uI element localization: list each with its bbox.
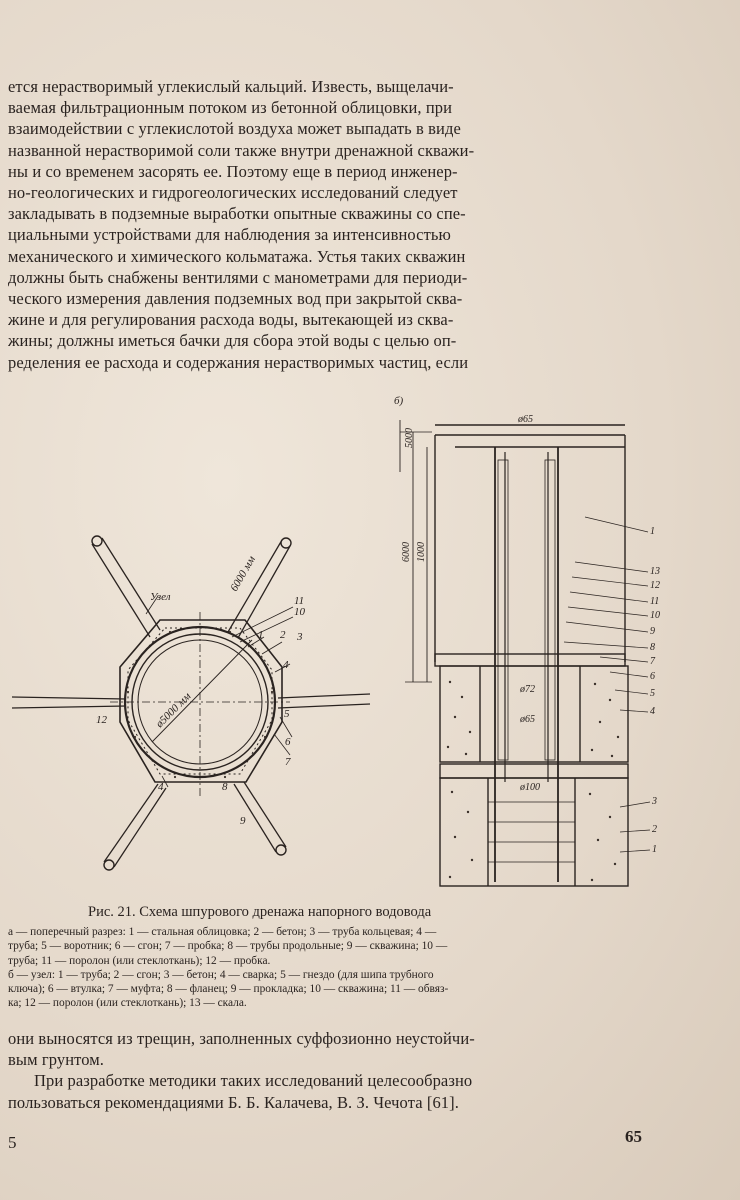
concrete-block — [439, 665, 629, 763]
text-line: пользоваться рекомендациями Б. Б. Калаче… — [8, 1092, 459, 1112]
text-line: жине и для регулирования расхода воды, в… — [8, 310, 454, 330]
text-line: названной нерастворимой соли также внутр… — [8, 140, 475, 160]
label-num: 1 — [650, 526, 655, 537]
dim-d72: ø72 — [519, 684, 535, 695]
label-num: 7 — [285, 756, 291, 768]
page-number: 65 — [625, 1127, 642, 1146]
text-line: вым грунтом. — [8, 1050, 105, 1070]
dim-6000: 6000 — [401, 542, 412, 562]
legend-line: труба; 5 — воротник; 6 — сгон; 7 — пробк… — [8, 940, 448, 953]
legend-line: ка; 12 — поролон (или стеклоткань); 13 —… — [8, 997, 247, 1010]
drainage-scheme-drawing: Узел 6000 мм ø5000 мм 11 10 1 2 3 4 5 6 … — [11, 395, 660, 887]
legend-line: б — узел: 1 — труба; 2 — сгон; 3 — бетон… — [8, 968, 434, 981]
label-num: 3 — [296, 631, 303, 643]
label-num: 4 — [158, 781, 164, 793]
label-num: 6 — [650, 671, 655, 682]
label-part-b: б) — [394, 395, 404, 407]
label-num: 7 — [650, 656, 656, 667]
dim-d65: ø65 — [519, 714, 535, 725]
label-diameter: ø5000 мм — [153, 690, 194, 731]
label-num: 12 — [96, 714, 108, 726]
label-num: 1 — [652, 844, 657, 855]
cross-section-a — [11, 535, 371, 871]
label-num: 4 — [283, 659, 289, 671]
page-mark-left: 5 — [8, 1133, 17, 1152]
legend-line: ключа); 6 — втулка; 7 — муфта; 8 — флане… — [8, 983, 449, 996]
text-line: жины; должны иметься бачки для сбора это… — [8, 331, 457, 351]
text-line: ческого измерения давления подземных вод… — [8, 289, 463, 309]
label-num: 2 — [652, 824, 657, 835]
label-num: 3 — [651, 796, 657, 807]
label-num: 6 — [285, 736, 291, 748]
dim-d100: ø100 — [519, 782, 540, 793]
dim-5000: 5000 — [404, 428, 415, 448]
text-line: механического и химического кольматажа. … — [8, 246, 466, 266]
text-line: взаимодействии с углекислотой воздуха мо… — [8, 119, 461, 139]
dim-d-top: ø65 — [517, 414, 533, 425]
text-line: они выносятся из трещин, заполненных суф… — [8, 1029, 475, 1048]
dim-1000: 1000 — [416, 542, 427, 562]
concrete-lining-outline — [119, 619, 283, 783]
rock-block — [439, 777, 629, 887]
steel-lining-ring — [131, 633, 269, 771]
label-num: 5 — [284, 708, 290, 720]
label-num: 9 — [240, 815, 246, 827]
text-line: циальными устройствами для наблюдения за… — [8, 225, 451, 245]
text-line: должны быть снабжены вентилями с маномет… — [8, 267, 468, 287]
concrete-stipple — [126, 630, 620, 882]
body-text-bottom: они выносятся из трещин, заполненных суф… — [8, 1028, 654, 1113]
label-num: 9 — [650, 626, 655, 637]
node-section-b — [399, 420, 651, 887]
body-text-top: ется нерастворимый углекислый кальций. И… — [8, 76, 654, 373]
label-num: 12 — [650, 580, 660, 591]
label-num: 4 — [650, 706, 655, 717]
boreholes — [11, 537, 371, 868]
label-num: 11 — [294, 595, 304, 607]
label-num: 8 — [650, 642, 655, 653]
concrete-hatch — [127, 627, 273, 775]
label-node: Узел — [150, 591, 171, 603]
text-line: ределения ее расхода и содержания нераст… — [8, 352, 469, 372]
label-num: 5 — [650, 688, 655, 699]
diameter-dimension-line — [151, 639, 253, 743]
text-line: ны и со временем засорять ее. Поэтому ещ… — [8, 161, 458, 181]
figure-caption: Рис. 21. Схема шпурового дренажа напорно… — [88, 904, 432, 920]
text-line: ется нерастворимый углекислый кальций. И… — [8, 77, 454, 96]
label-num: 1 — [258, 629, 264, 641]
label-num: 8 — [222, 781, 228, 793]
label-num: 13 — [650, 566, 660, 577]
figure-legend: а — поперечный разрез: 1 — стальная обли… — [8, 925, 654, 1011]
label-num: 10 — [650, 610, 660, 621]
label-num: 2 — [280, 629, 286, 641]
legend-line: а — поперечный разрез: 1 — стальная обли… — [8, 926, 437, 938]
text-line: закладывать в подземные выработки опытны… — [8, 204, 466, 224]
label-num: 11 — [650, 596, 659, 607]
label-num: 10 — [294, 606, 306, 618]
figure-21: Узел 6000 мм ø5000 мм 11 10 1 2 3 4 5 6 … — [0, 392, 740, 902]
text-line: но-геологических и гидрогеологических ис… — [8, 183, 458, 203]
legend-line: труба; 11 — поролон (или стеклоткань); 1… — [8, 954, 271, 967]
text-line: При разработке методики таких исследован… — [34, 1071, 473, 1091]
text-line: ваемая фильтрационным потоком из бетонно… — [8, 98, 453, 118]
